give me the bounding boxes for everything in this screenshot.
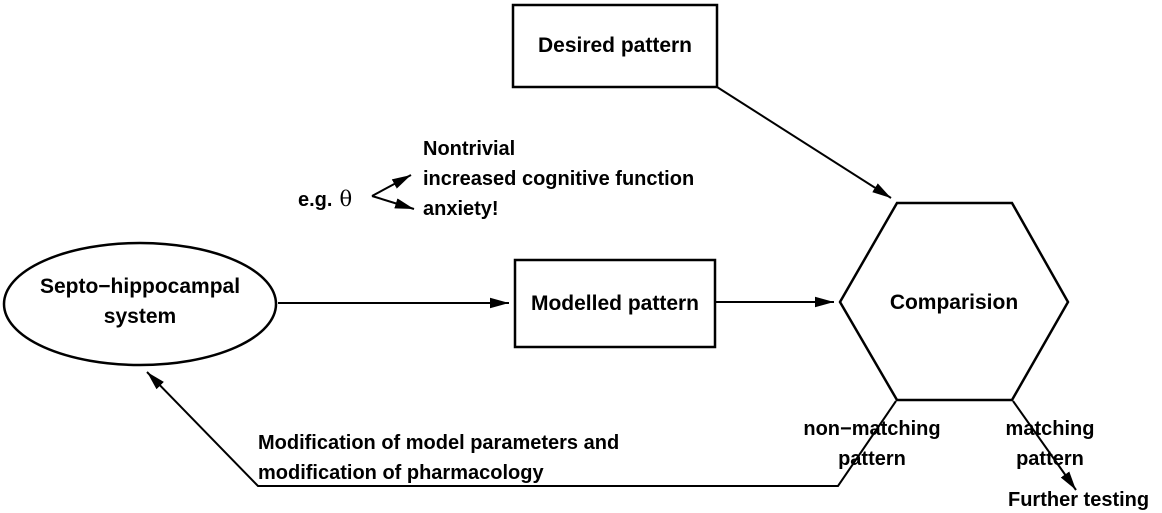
comparison-label: Comparision (889, 291, 1019, 314)
desired-pattern-box (511, 3, 719, 89)
arrow-eg-to-cognitive-function (371, 174, 412, 197)
non-matching-pattern-label: non−matching pattern (792, 414, 952, 474)
septo-hippocampal-label-line1: Septo−hippocampal (39, 275, 241, 298)
matching-label-line2: pattern (1016, 448, 1084, 470)
matching-pattern-label: matching pattern (985, 414, 1115, 474)
eg-outcome-cognitive-function: increased cognitive function (423, 168, 695, 190)
arrow-feedback-to-septo (146, 371, 897, 487)
non-matching-label-line2: pattern (838, 448, 906, 470)
eg-outcome-nontrivial: Nontrivial (423, 138, 516, 160)
non-matching-label-line1: non−matching (803, 418, 941, 440)
desired-pattern-label: Desired pattern (537, 34, 693, 57)
modelled-pattern-box (513, 258, 717, 349)
feedback-label-line2: modification of pharmacology (258, 462, 544, 484)
septo-hippocampal-label-line2: system (103, 305, 177, 328)
arrow-eg-to-anxiety (371, 195, 415, 210)
eg-outcome-anxiety: anxiety! (423, 198, 499, 220)
arrow-desired-to-comparison (716, 86, 892, 199)
septo-hippocampal-ellipse (2, 241, 278, 367)
eg-prefix: e.g. (298, 189, 333, 211)
comparison-hexagon (838, 201, 1070, 402)
further-testing-label: Further testing (1008, 489, 1150, 511)
eg-theta-annotation: e.g. θ (298, 184, 352, 215)
feedback-label: Modification of model parameters and mod… (258, 428, 619, 488)
modelled-pattern-label: Modelled pattern (530, 291, 699, 315)
eg-outcomes-list: Nontrivial increased cognitive function … (423, 134, 694, 224)
theta-symbol: θ (339, 187, 353, 211)
septo-hippocampal-label: Septo−hippocampal system (20, 272, 260, 332)
arrow-matching-to-further-testing (1012, 400, 1077, 491)
feedback-label-line1: Modification of model parameters and (258, 432, 620, 454)
matching-label-line1: matching (1005, 418, 1095, 440)
